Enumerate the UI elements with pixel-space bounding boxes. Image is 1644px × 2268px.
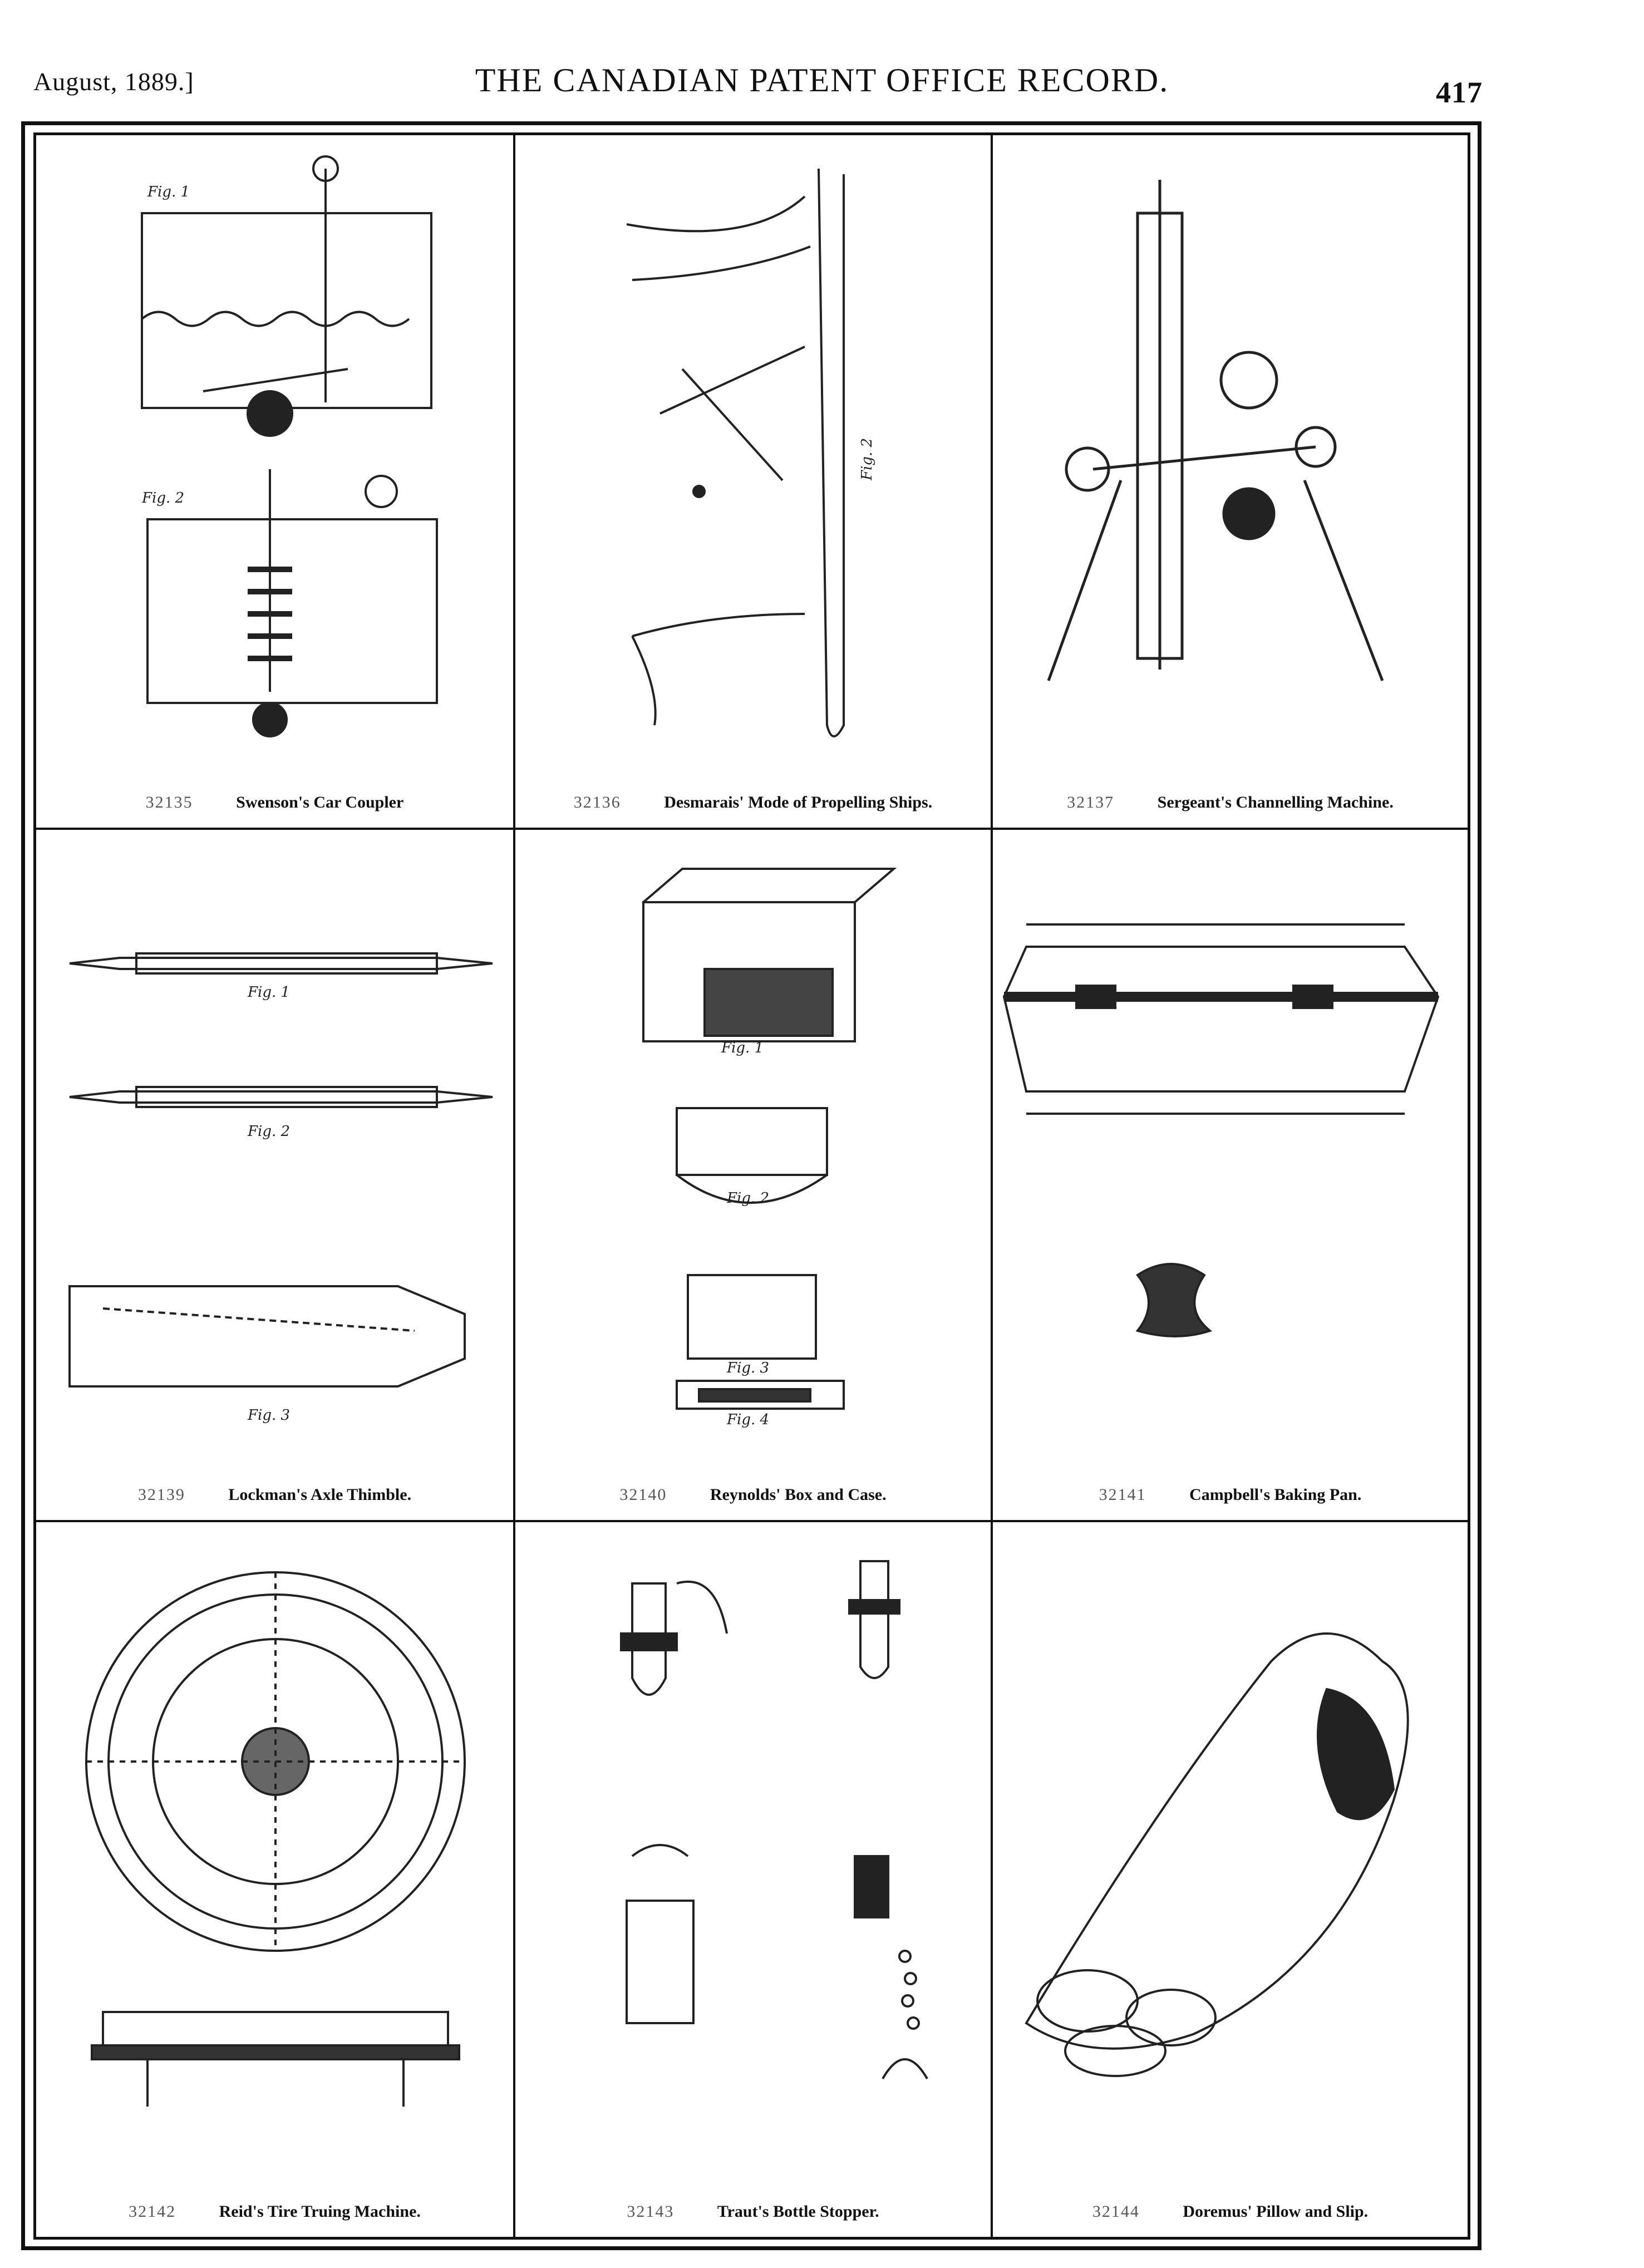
patent-number: 32135 [145,793,193,811]
row-divider [36,828,1468,830]
patent-number: 32143 [627,2202,675,2221]
column-divider [991,135,993,2237]
patent-cell-32139: Fig. 1 Fig. 2 Fig. 3 32139 Lockman's Axl… [36,830,513,1520]
page-number: 417 [1436,76,1483,109]
patent-caption: 32141 Campbell's Baking Pan. [993,1485,1468,1504]
patent-cell-32142: 32142 Reid's Tire Truing Machine. [36,1522,513,2237]
tire-truing-machine-drawing [85,1571,466,2107]
patent-grid: Fig. 1 Fig. 2 32135 Swenson's Car Couple… [36,135,1468,2237]
patent-title: Reynolds' Box and Case. [710,1485,887,1504]
pillow-and-slip-drawing [1025,1632,1409,2077]
patent-number: 32141 [1099,1485,1146,1504]
patent-cell-32135: Fig. 1 Fig. 2 32135 Swenson's Car Couple… [36,135,513,828]
patent-title: Campbell's Baking Pan. [1189,1485,1362,1504]
patent-title: Swenson's Car Coupler [236,793,404,811]
patent-caption: 32137 Sergeant's Channelling Machine. [993,793,1468,812]
patent-number: 32136 [573,793,621,811]
svg-text:Fig. 2: Fig. 2 [247,1123,290,1140]
patent-cell-32141: 32141 Campbell's Baking Pan. [993,830,1468,1520]
patent-title: Desmarais' Mode of Propelling Ships. [664,793,933,811]
patent-caption: 32144 Doremus' Pillow and Slip. [993,2202,1468,2221]
patent-caption: 32139 Lockman's Axle Thimble. [36,1485,513,1504]
svg-text:Fig. 3: Fig. 3 [247,1407,290,1424]
svg-text:Fig. 1: Fig. 1 [721,1040,764,1056]
row-divider [36,1520,1468,1522]
svg-text:Fig. 2: Fig. 2 [726,1190,769,1207]
axle-thimble-drawing: Fig. 1 Fig. 2 Fig. 3 [68,952,493,1424]
svg-text:Fig. 1: Fig. 1 [247,984,290,1001]
patent-caption: 32135 Swenson's Car Coupler [36,793,513,812]
patent-caption: 32142 Reid's Tire Truing Machine. [36,2202,513,2221]
svg-text:Fig. 4: Fig. 4 [726,1411,769,1428]
svg-text:Fig. 1: Fig. 1 [147,184,190,200]
patent-caption: 32143 Traut's Bottle Stopper. [515,2202,991,2221]
patent-number: 32142 [129,2202,176,2221]
issue-date: August, 1889.] [33,67,194,96]
page-border-inner [33,132,1470,2240]
patent-title: Lockman's Axle Thimble. [228,1485,412,1504]
patent-caption: 32140 Reynolds' Box and Case. [515,1485,991,1504]
patent-cell-32136: Fig. 2 32136 Desmarais' Mode of Propelli… [515,135,991,828]
box-and-case-drawing: Fig. 1 Fig. 2 Fig. 3 Fig. 4 [642,868,897,1428]
publication-title: THE CANADIAN PATENT OFFICE RECORD. [475,62,1169,99]
patent-cell-32140: Fig. 1 Fig. 2 Fig. 3 Fig. 4 32140 Reynol… [515,830,991,1520]
patent-caption: 32136 Desmarais' Mode of Propelling Ship… [515,793,991,812]
patent-title: Reid's Tire Truing Machine. [219,2202,421,2221]
ship-propulsion-drawing: Fig. 2 [626,168,875,737]
patent-title: Doremus' Pillow and Slip. [1183,2202,1369,2221]
patent-number: 32139 [137,1485,185,1504]
patent-number: 32140 [619,1485,667,1504]
baking-pan-drawing [1002,923,1440,1337]
page-border-outer [21,121,1481,2250]
patent-number: 32137 [1067,793,1115,811]
patent-cell-32144: 32144 Doremus' Pillow and Slip. [993,1522,1468,2237]
channelling-machine-drawing [1047,180,1384,681]
patent-cell-32137: 32137 Sergeant's Channelling Machine. [993,135,1468,828]
column-divider [513,135,515,2237]
svg-text:Fig. 2: Fig. 2 [141,490,184,506]
car-coupler-drawing: Fig. 1 Fig. 2 [141,155,438,737]
svg-text:Fig. 2: Fig. 2 [859,438,875,481]
patent-cell-32143: 32143 Traut's Bottle Stopper. [515,1522,991,2237]
patent-number: 32144 [1092,2202,1140,2221]
patent-title: Traut's Bottle Stopper. [717,2202,879,2221]
svg-text:Fig. 3: Fig. 3 [726,1360,769,1376]
bottle-stopper-drawing [620,1560,928,2079]
patent-title: Sergeant's Channelling Machine. [1157,793,1394,811]
